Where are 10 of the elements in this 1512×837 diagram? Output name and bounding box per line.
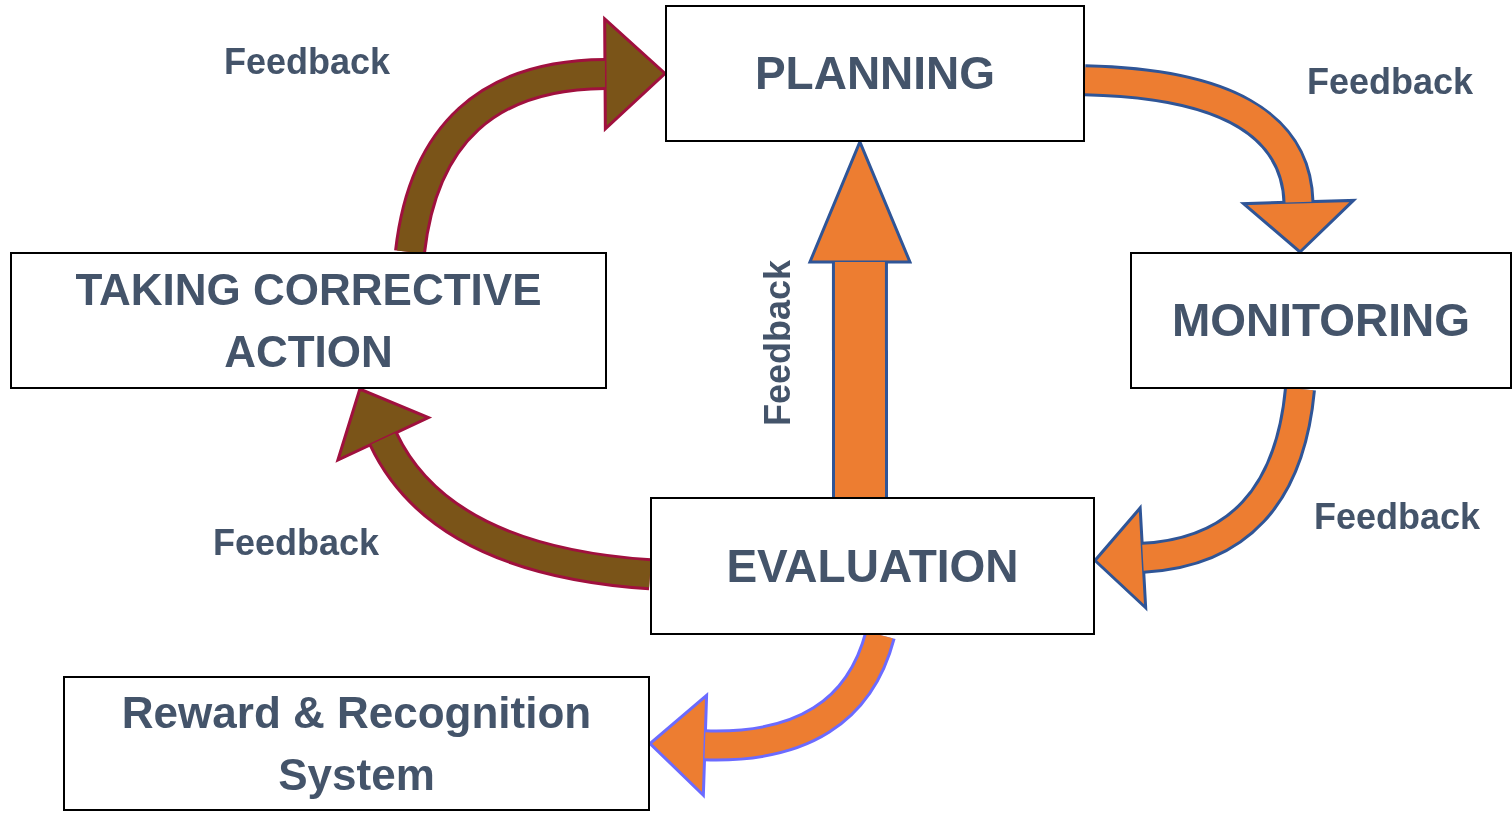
process-box <box>1130 252 1512 389</box>
box-label: TAKING CORRECTIVE ACTION <box>74 263 543 378</box>
box-label: MONITORING <box>1170 293 1472 349</box>
process-box <box>650 497 1095 635</box>
process-box <box>63 676 650 811</box>
box-label: Reward & Recognition System <box>120 686 593 801</box>
box-label: EVALUATION <box>725 538 1020 594</box>
box-label: PLANNING <box>753 46 997 102</box>
process-box <box>665 5 1085 142</box>
process-box <box>10 252 607 389</box>
